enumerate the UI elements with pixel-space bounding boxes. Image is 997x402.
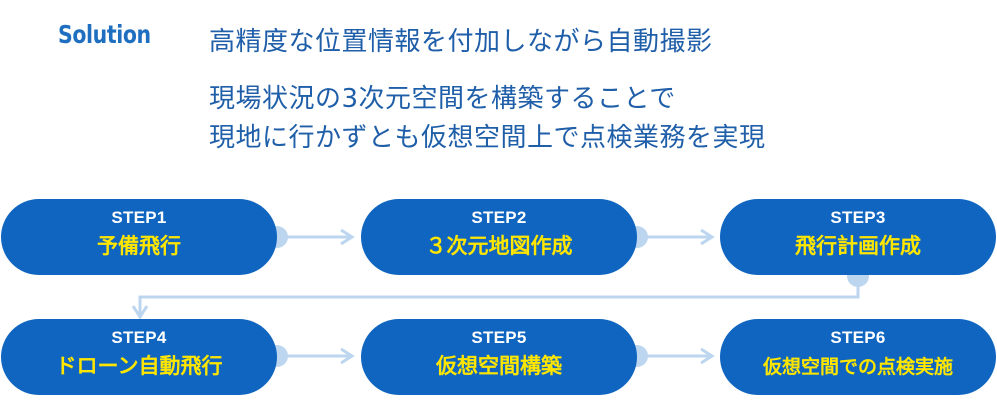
- step-2-box: STEP2 ３次元地図作成: [361, 199, 637, 275]
- step-6-name: 仮想空間での点検実施: [762, 356, 953, 378]
- step-4-name: ドローン自動飛行: [55, 354, 223, 378]
- connector-step3-step4: [138, 276, 860, 316]
- arrow-head-step2: [340, 228, 355, 246]
- step-6-box: STEP6 仮想空間での点検実施: [720, 319, 996, 395]
- arrow-head-step4: [131, 305, 149, 320]
- step-1-number: STEP1: [111, 208, 167, 227]
- headline-line-3: 現地に行かずとも仮想空間上で点検業務を実現: [209, 123, 766, 153]
- step-5-box: STEP5 仮想空間構築: [361, 319, 637, 395]
- step-2-name: ３次元地図作成: [425, 234, 573, 258]
- step-3-box: STEP3 飛行計画作成: [720, 199, 996, 275]
- headline-line-2: 現場状況の3次元空間を構築することで: [209, 84, 676, 114]
- step-3-number: STEP3: [830, 208, 886, 227]
- solution-label: Solution: [58, 20, 151, 49]
- headline-line-1: 高精度な位置情報を付加しながら自動撮影: [209, 27, 713, 57]
- step-4-box: STEP4 ドローン自動飛行: [1, 319, 277, 395]
- step-6-number: STEP6: [830, 328, 886, 347]
- step-1-name: 予備飛行: [97, 234, 181, 258]
- step-2-number: STEP2: [471, 208, 527, 227]
- step-5-name: 仮想空間構築: [436, 354, 562, 378]
- step-3-name: 飛行計画作成: [795, 234, 921, 258]
- step-5-number: STEP5: [471, 328, 527, 347]
- step-1-box: STEP1 予備飛行: [1, 199, 277, 275]
- arrow-head-step6: [700, 347, 715, 365]
- arrow-head-step3: [700, 228, 715, 246]
- step-4-number: STEP4: [111, 328, 167, 347]
- arrow-head-step5: [340, 347, 355, 365]
